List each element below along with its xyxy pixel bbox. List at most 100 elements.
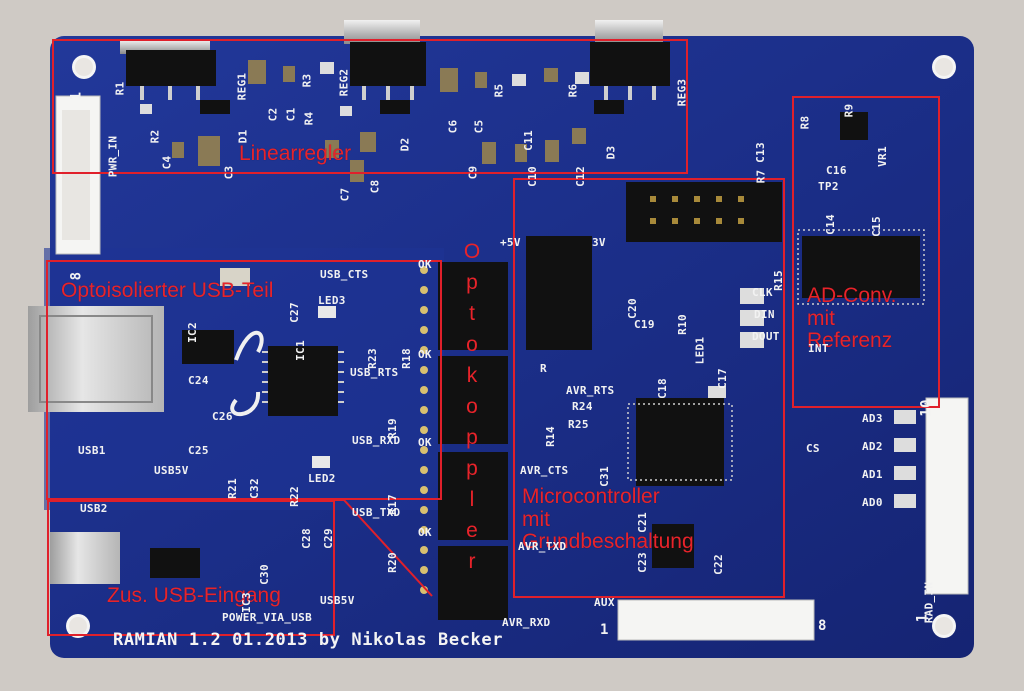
silk-c25: C25 xyxy=(188,444,209,457)
silk-usb5v-b: USB5V xyxy=(320,594,355,607)
silk-usb-txd: USB_TXD xyxy=(352,506,401,519)
silk-r21: R21 xyxy=(225,478,239,499)
silk-dout: DOUT xyxy=(752,330,780,343)
region-usb-opto xyxy=(46,260,442,500)
opto-letter: p xyxy=(466,426,478,449)
silk-c16: C16 xyxy=(826,164,847,177)
opto-letter: t xyxy=(469,302,475,325)
silk-c19: C19 xyxy=(634,318,655,331)
silk-c7: C7 xyxy=(338,187,352,202)
board-footer-text: RAMIAN 1.2 01.2013 by Nikolas Becker xyxy=(113,630,504,650)
opto-letter: p xyxy=(466,457,478,480)
annotation-microcontroller: Microcontroller mit Grundbeschaltung xyxy=(522,485,694,554)
silk-usb-rts: USB_RTS xyxy=(350,366,399,379)
silk-usb-cts: USB_CTS xyxy=(320,268,369,281)
silk-c30: C30 xyxy=(257,564,271,585)
silk-d1: D1 xyxy=(236,129,250,144)
silk-ok2: OK xyxy=(418,348,432,361)
silk-c28: C28 xyxy=(299,528,313,549)
silk-r8: R8 xyxy=(798,115,812,130)
pin-socket xyxy=(526,236,592,350)
smd-parts-regulator xyxy=(140,60,624,182)
silk-r15: R15 xyxy=(771,270,785,291)
silk-c10: C10 xyxy=(525,166,539,187)
silk-led3: LED3 xyxy=(318,294,346,307)
annotation-optokoppler: O p t o k o p p l e r xyxy=(457,236,487,577)
silk-cs: CS xyxy=(806,442,820,455)
opto-letter: O xyxy=(463,240,481,263)
silk-c26: C26 xyxy=(212,410,233,423)
silk-one-b: 1 xyxy=(914,613,931,623)
silk-usb5v: USB5V xyxy=(154,464,189,477)
silk-ad1: AD1 xyxy=(862,468,883,481)
opto-letter: o xyxy=(466,333,478,356)
silk-c9: C9 xyxy=(466,165,480,180)
silk-usb-rxd: USB_RXD xyxy=(352,434,401,447)
usb2-connector xyxy=(50,532,120,584)
silk-reg3: REG3 xyxy=(675,78,689,107)
opto-letter: e xyxy=(466,519,478,542)
silk-3v: 3V xyxy=(592,236,606,249)
ad-converter-chip xyxy=(802,236,920,298)
region-linearregler xyxy=(52,39,688,174)
silk-ten: 10 xyxy=(918,399,935,417)
region-microcontroller xyxy=(513,178,785,598)
silk-c24: C24 xyxy=(188,374,209,387)
silk-clk: CLK xyxy=(752,286,773,299)
silk-usb1: USB1 xyxy=(78,444,106,457)
silk-r1: R1 xyxy=(113,81,127,96)
silk-c13: C13 xyxy=(753,142,767,163)
socket-pins xyxy=(420,266,428,594)
ic1-chip xyxy=(268,346,338,416)
silk-c29: C29 xyxy=(321,528,335,549)
silk-r6: R6 xyxy=(566,83,580,98)
usb1-connector xyxy=(28,306,164,412)
silk-avr-rts: AVR_RTS xyxy=(566,384,615,397)
silk-r22: R22 xyxy=(287,486,301,507)
silk-din: DIN xyxy=(754,308,775,321)
silk-eight-c: 8 xyxy=(818,618,827,634)
silk-avr-txd: AVR_TXD xyxy=(518,540,567,553)
silk-led2: LED2 xyxy=(308,472,336,485)
silk-avr-cts: AVR_CTS xyxy=(520,464,569,477)
annotation-linearregler: Linearregler xyxy=(239,142,352,165)
silk-ok4: OK xyxy=(418,526,432,539)
silk-d3: D3 xyxy=(604,145,618,160)
silk-c3: C3 xyxy=(222,165,236,180)
microcontroller-chip xyxy=(636,398,724,486)
silk-r10: R10 xyxy=(675,314,689,335)
silk-c8: C8 xyxy=(368,179,382,194)
opto-letter: o xyxy=(466,395,478,418)
silk-power-via-usb: POWER_VIA_USB xyxy=(222,611,312,624)
silk-c23: C23 xyxy=(635,552,649,573)
silk-r2: R2 xyxy=(148,129,162,144)
silk-r-avr: R xyxy=(540,362,547,375)
silk-c31: C31 xyxy=(597,466,611,487)
silk-c18: C18 xyxy=(655,378,669,399)
silk-c14: C14 xyxy=(823,214,837,235)
silk-avr-rxd: AVR_RXD xyxy=(502,616,551,629)
ic3-chip xyxy=(150,548,200,578)
silk-c5: C5 xyxy=(472,119,486,134)
ic2-chip xyxy=(182,330,234,364)
opto-letter: l xyxy=(469,488,475,511)
silk-eight-a: 8 xyxy=(68,271,85,281)
silk-ok3: OK xyxy=(418,436,432,449)
silk-vr1: VR1 xyxy=(875,146,889,167)
silk-c4: C4 xyxy=(160,155,174,170)
silk-r20: R20 xyxy=(385,552,399,573)
opto-letter: r xyxy=(468,550,476,573)
silk-c1: C1 xyxy=(284,107,298,122)
silk-ic3: IC3 xyxy=(239,592,253,613)
silk-aux: AUX xyxy=(594,596,615,609)
silk-c12: C12 xyxy=(573,166,587,187)
silk-c6: C6 xyxy=(446,119,460,134)
silk-tp2: TP2 xyxy=(818,180,839,193)
silk-ok1: OK xyxy=(418,258,432,271)
silk-r25: R25 xyxy=(568,418,589,431)
silk-d2: D2 xyxy=(398,137,412,152)
voltage-reference xyxy=(840,112,868,140)
silk-ad3: AD3 xyxy=(862,412,883,425)
silk-reg1: REG1 xyxy=(235,72,249,101)
